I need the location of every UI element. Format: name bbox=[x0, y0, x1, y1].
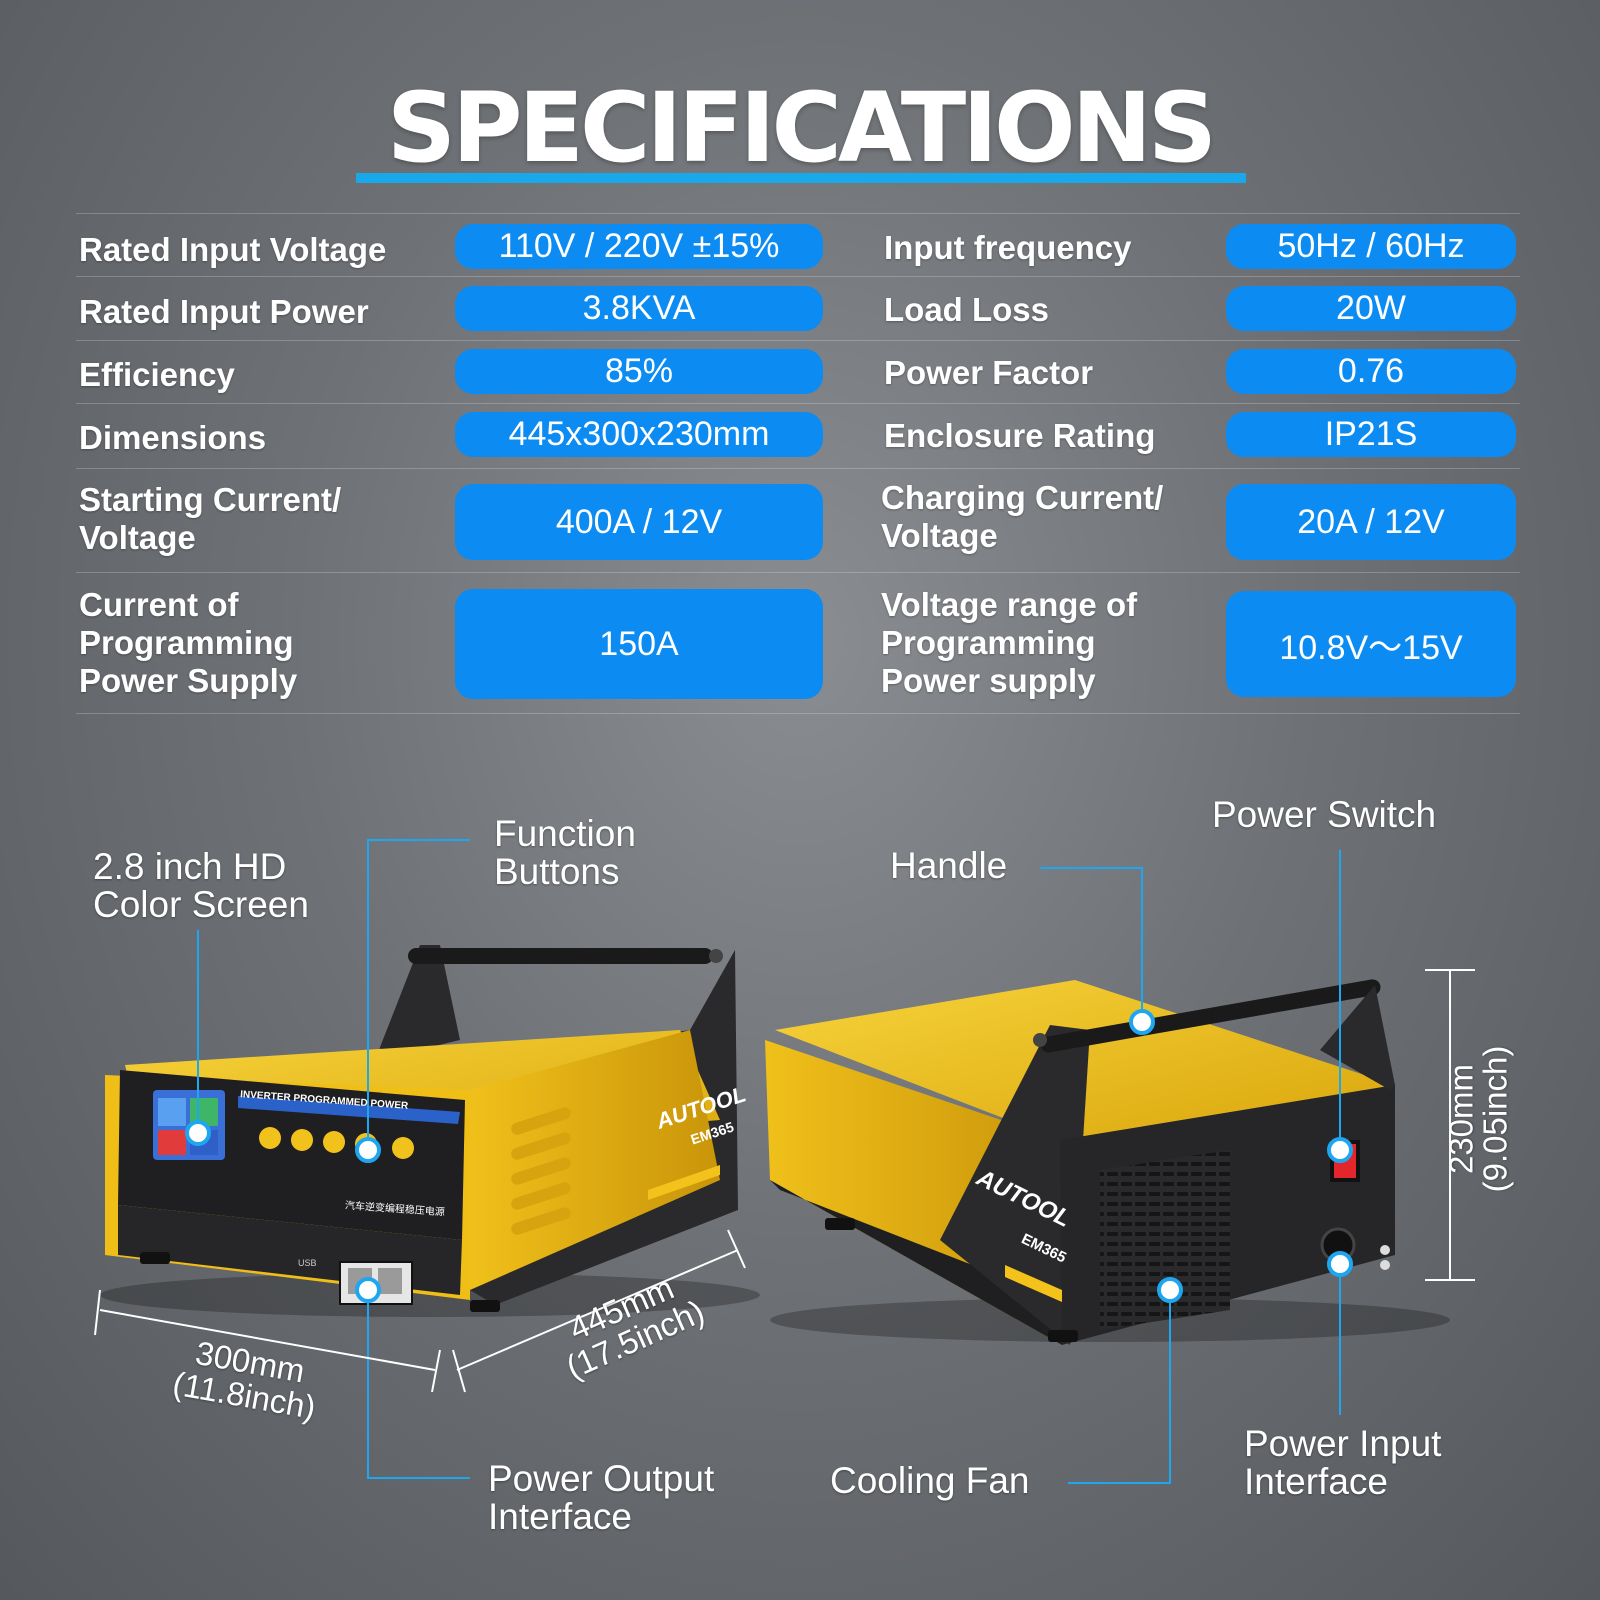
dimension-lines bbox=[94, 969, 1475, 1393]
spec-label: Charging Current/ Voltage bbox=[881, 479, 1164, 554]
spec-value: 110V / 220V ±15% bbox=[455, 224, 823, 269]
callout-dots bbox=[185, 1009, 1353, 1303]
spec-value: 400A / 12V bbox=[455, 484, 823, 560]
title-underline bbox=[356, 173, 1246, 183]
callout-leader-lines bbox=[197, 839, 1341, 1484]
spec-label: Voltage range of Programming Power suppl… bbox=[881, 586, 1138, 699]
dimension-height: 230mm (9.05inch) bbox=[1442, 1045, 1514, 1193]
spec-label: Efficiency bbox=[79, 356, 235, 393]
spec-label: Current of Programming Power Supply bbox=[79, 586, 298, 699]
spec-label: Input frequency bbox=[884, 229, 1132, 266]
spec-value: 85% bbox=[455, 349, 823, 394]
callout-power-output: Power Output Interface bbox=[488, 1458, 715, 1537]
spec-label: Dimensions bbox=[79, 419, 267, 456]
spec-value: 445x300x230mm bbox=[455, 412, 823, 457]
spec-label: Starting Current/ Voltage bbox=[79, 481, 342, 556]
spec-value: 0.76 bbox=[1226, 349, 1516, 394]
page-title: SPECIFICATIONS bbox=[386, 72, 1217, 184]
table-divider bbox=[76, 572, 1520, 573]
usb-label: USB bbox=[298, 1258, 317, 1268]
right-unit-rear-view bbox=[765, 979, 1450, 1345]
spec-label: Power Factor bbox=[884, 354, 1094, 391]
spec-label: Rated Input Power bbox=[79, 293, 369, 330]
spec-value: 20A / 12V bbox=[1226, 484, 1516, 560]
spec-value: 3.8KVA bbox=[455, 286, 823, 331]
spec-label: Enclosure Rating bbox=[884, 417, 1156, 454]
table-divider bbox=[76, 213, 1520, 214]
callout-screen: 2.8 inch HD Color Screen bbox=[93, 846, 309, 925]
table-divider bbox=[76, 276, 1520, 277]
callout-function-buttons: Function Buttons bbox=[494, 813, 636, 892]
table-divider bbox=[76, 713, 1520, 714]
callout-cooling-fan: Cooling Fan bbox=[830, 1460, 1030, 1501]
spec-value: 20W bbox=[1226, 286, 1516, 331]
spec-value: 50Hz / 60Hz bbox=[1226, 224, 1516, 269]
callout-power-input: Power Input Interface bbox=[1244, 1423, 1442, 1502]
spec-value: 10.8V～15V bbox=[1226, 591, 1516, 697]
spec-value: 150A bbox=[455, 589, 823, 699]
table-divider bbox=[76, 403, 1520, 404]
table-divider bbox=[76, 468, 1520, 469]
callout-handle: Handle bbox=[890, 845, 1008, 886]
spec-value: IP21S bbox=[1226, 412, 1516, 457]
spec-label: Rated Input Voltage bbox=[79, 231, 387, 268]
spec-label: Load Loss bbox=[884, 291, 1050, 328]
table-divider bbox=[76, 340, 1520, 341]
callout-power-switch: Power Switch bbox=[1212, 794, 1437, 835]
